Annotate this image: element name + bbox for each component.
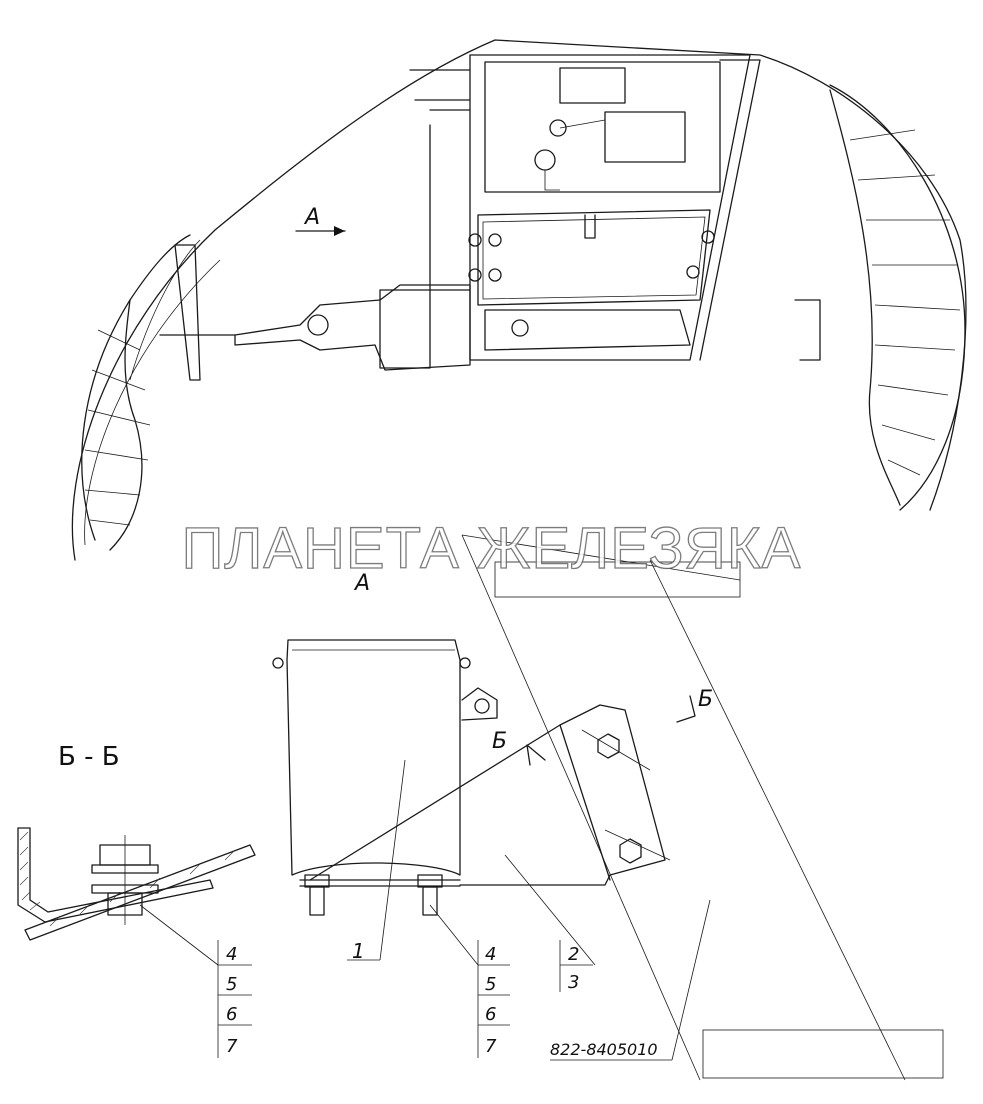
fender-outline xyxy=(71,39,967,561)
callout-left-5: 5 xyxy=(226,974,237,995)
bracket-part-2 xyxy=(309,704,671,886)
view-a-arrow-label: А xyxy=(303,205,320,230)
section-line-bb: Б Б xyxy=(492,687,713,766)
drive-shaft xyxy=(234,284,691,371)
frame-block xyxy=(409,54,761,361)
callout-right-4: 4 xyxy=(485,944,496,965)
right-support xyxy=(794,299,821,361)
callout-column-left: 4 5 6 7 xyxy=(217,940,252,1058)
sloped-plate xyxy=(24,844,256,941)
callout-left-6: 6 xyxy=(226,1004,237,1025)
view-a-title: А xyxy=(353,571,370,596)
section-mark-left: Б xyxy=(492,729,507,754)
mounted-box xyxy=(468,209,715,306)
callout-left-7: 7 xyxy=(226,1036,238,1057)
callout-column-right: 4 5 6 7 xyxy=(477,940,510,1058)
callout-right-5: 5 xyxy=(485,974,496,995)
section-bolt xyxy=(91,835,159,925)
fender-inner-line xyxy=(84,239,221,546)
bolt-hex-lower xyxy=(619,838,642,864)
document-number: 822-8405010 xyxy=(550,1040,658,1059)
callout-right-6: 6 xyxy=(485,1004,496,1025)
stamp-box-lower xyxy=(702,1029,944,1079)
tractor-assembly-view: А xyxy=(71,39,967,561)
callout-part-1: 1 xyxy=(352,939,365,963)
callout-mid-3: 3 xyxy=(568,972,579,993)
left-bracket xyxy=(159,244,236,381)
right-tire xyxy=(829,84,966,511)
angle-profile xyxy=(17,827,214,923)
view-a: А Б xyxy=(272,534,944,1081)
section-mark-right: Б xyxy=(698,687,713,712)
section-bb-title: Б - Б xyxy=(58,742,120,772)
left-tire xyxy=(81,234,191,551)
box-part-1 xyxy=(272,639,498,887)
leader-lines xyxy=(347,534,906,1081)
callout-right-7: 7 xyxy=(485,1036,497,1057)
section-leader xyxy=(139,904,219,966)
bottom-bolts xyxy=(304,874,443,916)
section-bb: Б - Б 4 5 6 7 xyxy=(17,742,256,1058)
callout-mid-2: 2 xyxy=(568,944,579,965)
callout-column-mid: 2 3 xyxy=(559,940,593,993)
callout-left-4: 4 xyxy=(226,944,237,965)
view-a-arrow: А xyxy=(295,205,346,236)
stamp-box-upper xyxy=(494,561,741,598)
